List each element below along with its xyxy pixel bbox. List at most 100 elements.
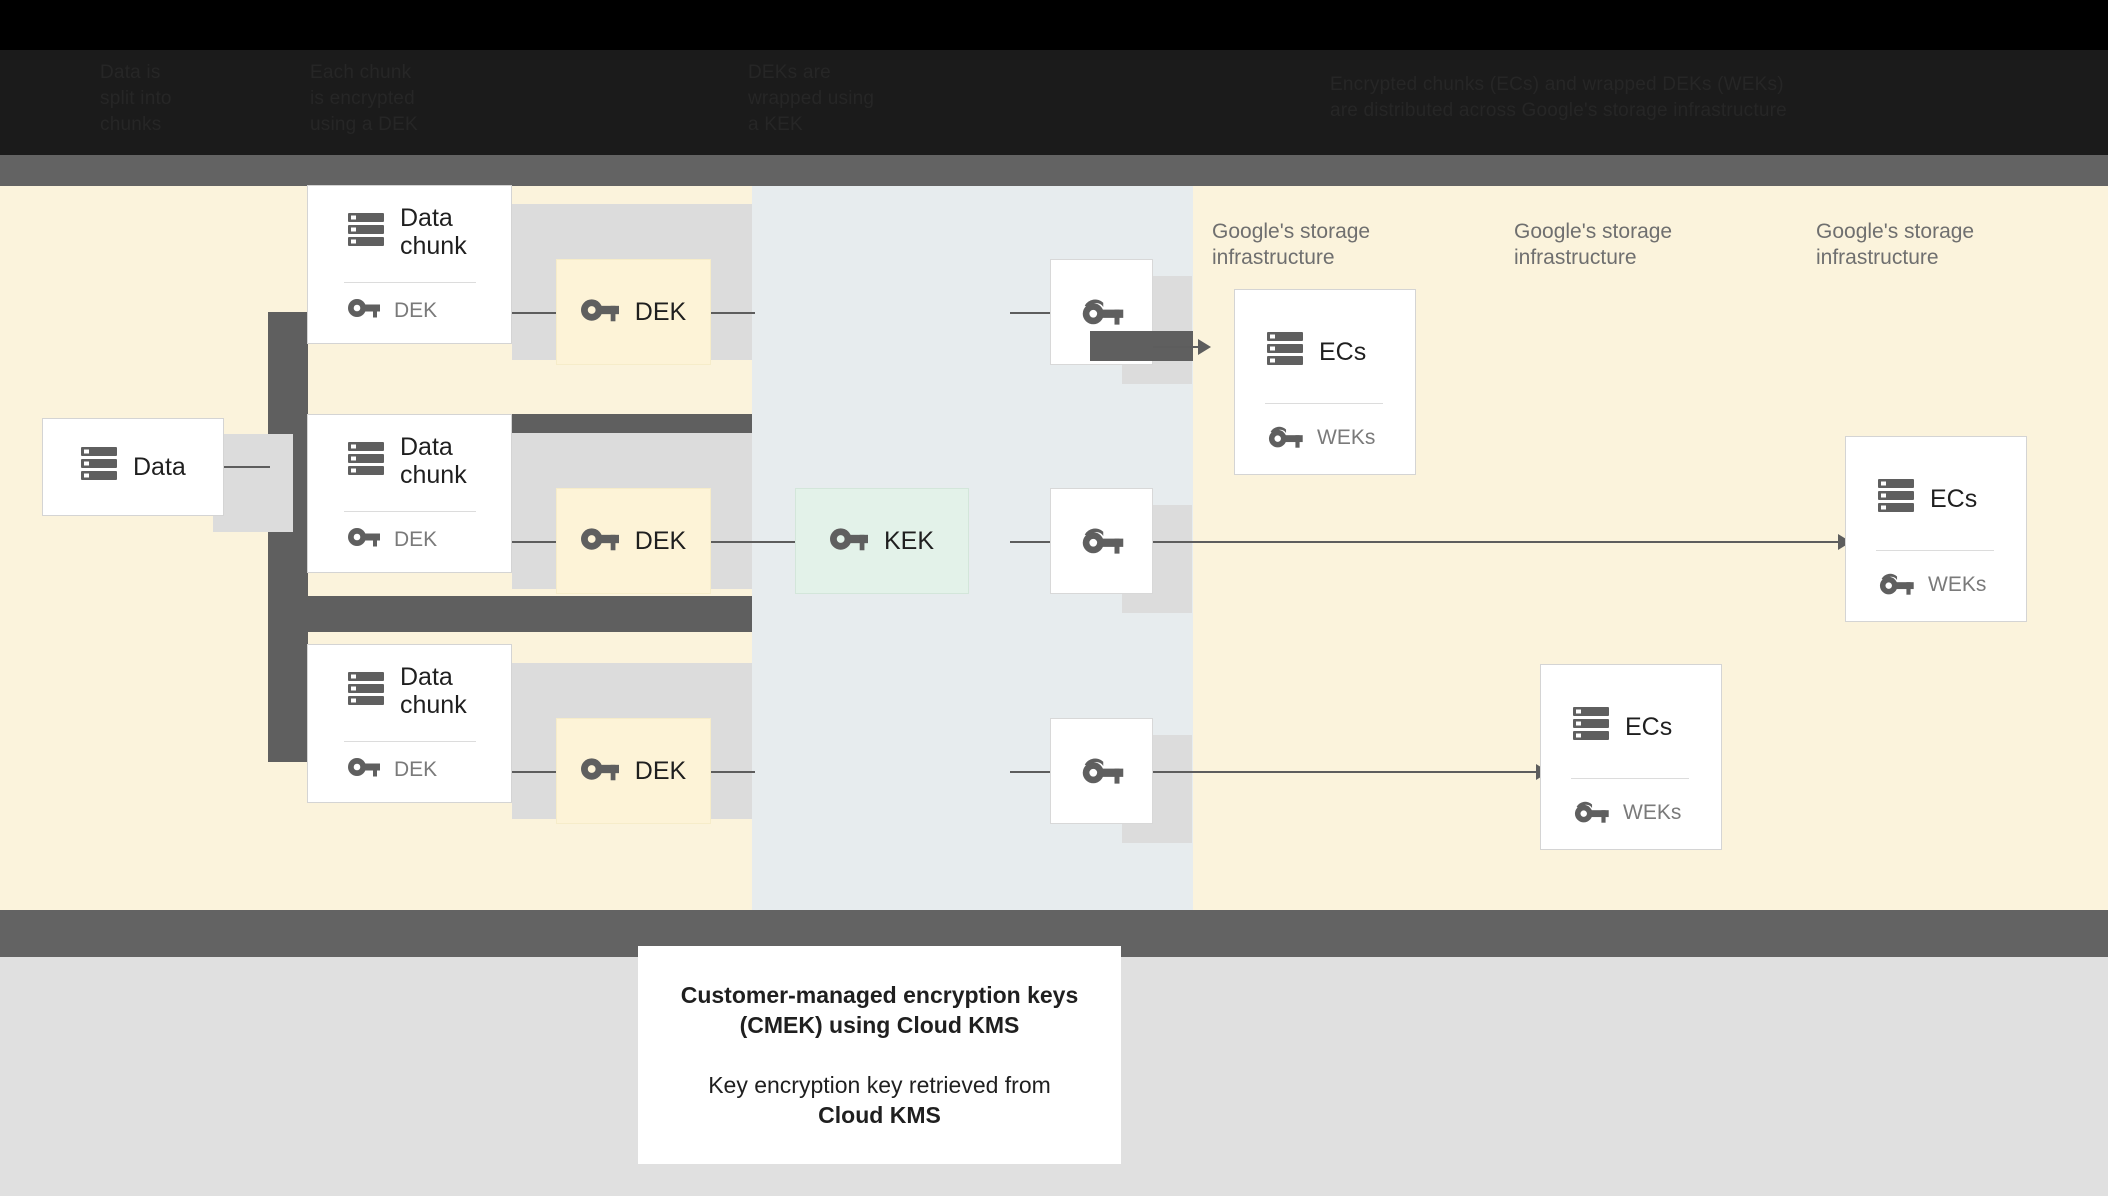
chunk-card-header-3: Data chunk <box>348 663 467 719</box>
wrapped-key-icon <box>1080 524 1124 559</box>
header-dark-band: Data is split into chunks Each chunk is … <box>0 50 2108 155</box>
ec-card-key-label-2: WEKs <box>1928 573 1987 596</box>
dek-box-2[interactable]: DEK <box>556 488 711 594</box>
connector-chunk2-to-dek2 <box>512 541 556 543</box>
chunk-card-header-1: Data chunk <box>348 204 467 260</box>
key-icon <box>580 527 619 556</box>
dek-box-label-1: DEK <box>634 298 687 326</box>
dek-box-3[interactable]: DEK <box>556 718 711 824</box>
diagram-canvas: Data Data chunk D <box>0 185 2108 910</box>
chunk-card-key-1: DEK <box>348 298 437 323</box>
chunk-card-divider-2 <box>344 511 476 512</box>
ec-card-1[interactable]: ECs WEKs <box>1234 289 1416 475</box>
connector-wek1-to-ec1 <box>1153 346 1201 348</box>
connector-chunk3-to-dek3 <box>512 771 556 773</box>
wek-box-3[interactable] <box>1050 718 1153 824</box>
chunk-card-key-2: DEK <box>348 527 437 552</box>
connector-dek1-to-mid <box>711 312 755 314</box>
header-step-label-3: DEKs are wrapped using a KEK <box>748 62 875 135</box>
chunk-card-title-1: Data chunk <box>400 204 467 260</box>
server-icon <box>348 671 384 711</box>
connector-mid-to-wek1 <box>1010 312 1054 314</box>
dek-box-1[interactable]: DEK <box>556 259 711 365</box>
ec-card-header-2: ECs <box>1878 479 1977 518</box>
kek-box-label: KEK <box>883 527 935 555</box>
storage-caption-2: Google's storage infrastructure <box>1514 220 1673 269</box>
split-bracket-stem <box>268 312 308 762</box>
connector-data-to-bracket <box>224 466 270 468</box>
ec-card-divider-3 <box>1571 778 1689 779</box>
ec-card-3[interactable]: ECs WEKs <box>1540 664 1722 850</box>
connector-wek3-to-ec3 <box>1153 771 1539 773</box>
ec-card-2[interactable]: ECs WEKs <box>1845 436 2027 622</box>
ec-card-key-2: WEKs <box>1878 570 1986 600</box>
connector-wek2-to-ec-right <box>1153 541 1841 543</box>
caption-body-strong: Cloud KMS <box>818 1102 941 1128</box>
ec-card-header-3: ECs <box>1573 707 1672 746</box>
ec-card-key-label-3: WEKs <box>1623 801 1682 824</box>
data-card[interactable]: Data <box>42 418 224 516</box>
ec-card-key-3: WEKs <box>1573 798 1681 828</box>
server-icon <box>1267 332 1303 371</box>
chunk-card-title-3: Data chunk <box>400 663 467 719</box>
ec-card-title-3: ECs <box>1625 712 1673 741</box>
kek-box[interactable]: KEK <box>795 488 969 594</box>
connector-dek2-to-kek <box>711 541 795 543</box>
header-gray-band <box>0 155 2108 186</box>
connector-chunk1-to-dek1 <box>512 312 556 314</box>
server-icon <box>1573 707 1609 746</box>
wrapped-key-icon <box>1878 570 1914 600</box>
caption-body-prefix: Key encryption key retrieved from <box>708 1072 1051 1098</box>
data-card-header: Data <box>81 447 186 486</box>
chunk-card-1[interactable]: Data chunk DEK <box>307 185 512 344</box>
server-icon <box>1878 479 1914 518</box>
chunk-card-divider-1 <box>344 282 476 283</box>
header-black-band <box>0 0 2108 50</box>
connector-dek3-to-mid <box>711 771 755 773</box>
split-bracket-arm-2 <box>268 596 752 632</box>
key-icon <box>348 527 380 552</box>
ec-card-key-label-1: WEKs <box>1317 426 1376 449</box>
storage-caption-1: Google's storage infrastructure <box>1212 220 1371 269</box>
storage-caption-3: Google's storage infrastructure <box>1816 220 1975 269</box>
wrapped-key-icon <box>1080 295 1124 330</box>
data-card-plate <box>213 434 293 532</box>
key-icon <box>829 527 868 556</box>
chunk-card-key-3: DEK <box>348 757 437 782</box>
data-card-title: Data <box>133 452 186 481</box>
wek-box-2[interactable] <box>1050 488 1153 594</box>
server-icon <box>348 212 384 252</box>
ec-card-key-1: WEKs <box>1267 423 1375 453</box>
key-icon <box>348 757 380 782</box>
chunk-card-title-2: Data chunk <box>400 433 467 489</box>
key-icon <box>348 298 380 323</box>
key-icon <box>580 757 619 786</box>
chunk-card-header-2: Data chunk <box>348 433 467 489</box>
server-icon <box>81 447 117 486</box>
ec-card-divider-2 <box>1876 550 1994 551</box>
server-icon <box>348 441 384 481</box>
chunk-card-key-label-1: DEK <box>394 298 438 322</box>
wrapped-key-icon <box>1267 423 1303 453</box>
chunk-card-key-label-2: DEK <box>394 527 438 551</box>
caption-card: Customer-managed encryption keys (CMEK) … <box>638 946 1121 1164</box>
dek-box-label-2: DEK <box>634 527 687 555</box>
chunk-card-2[interactable]: Data chunk DEK <box>307 414 512 573</box>
caption-body: Key encryption key retrieved from Cloud … <box>708 1070 1051 1130</box>
connector-kek-to-wek2 <box>1010 541 1054 543</box>
caption-title: Customer-managed encryption keys (CMEK) … <box>680 982 1079 1038</box>
ec-card-title-1: ECs <box>1319 337 1367 366</box>
header-step-label-2: Each chunk is encrypted using a DEK <box>310 62 418 135</box>
dek-box-label-3: DEK <box>634 757 687 785</box>
header-step-label-1: Data is split into chunks <box>100 62 172 135</box>
chunk-card-3[interactable]: Data chunk DEK <box>307 644 512 803</box>
ec-card-header-1: ECs <box>1267 332 1366 371</box>
arrow-to-ec1 <box>1198 339 1211 355</box>
ec-card-title-2: ECs <box>1930 484 1978 513</box>
ec-card-divider-1 <box>1265 403 1383 404</box>
wrapped-key-icon <box>1080 754 1124 789</box>
wrapped-key-icon <box>1573 798 1609 828</box>
chunk-card-divider-3 <box>344 741 476 742</box>
connector-mid-to-wek3 <box>1010 771 1054 773</box>
